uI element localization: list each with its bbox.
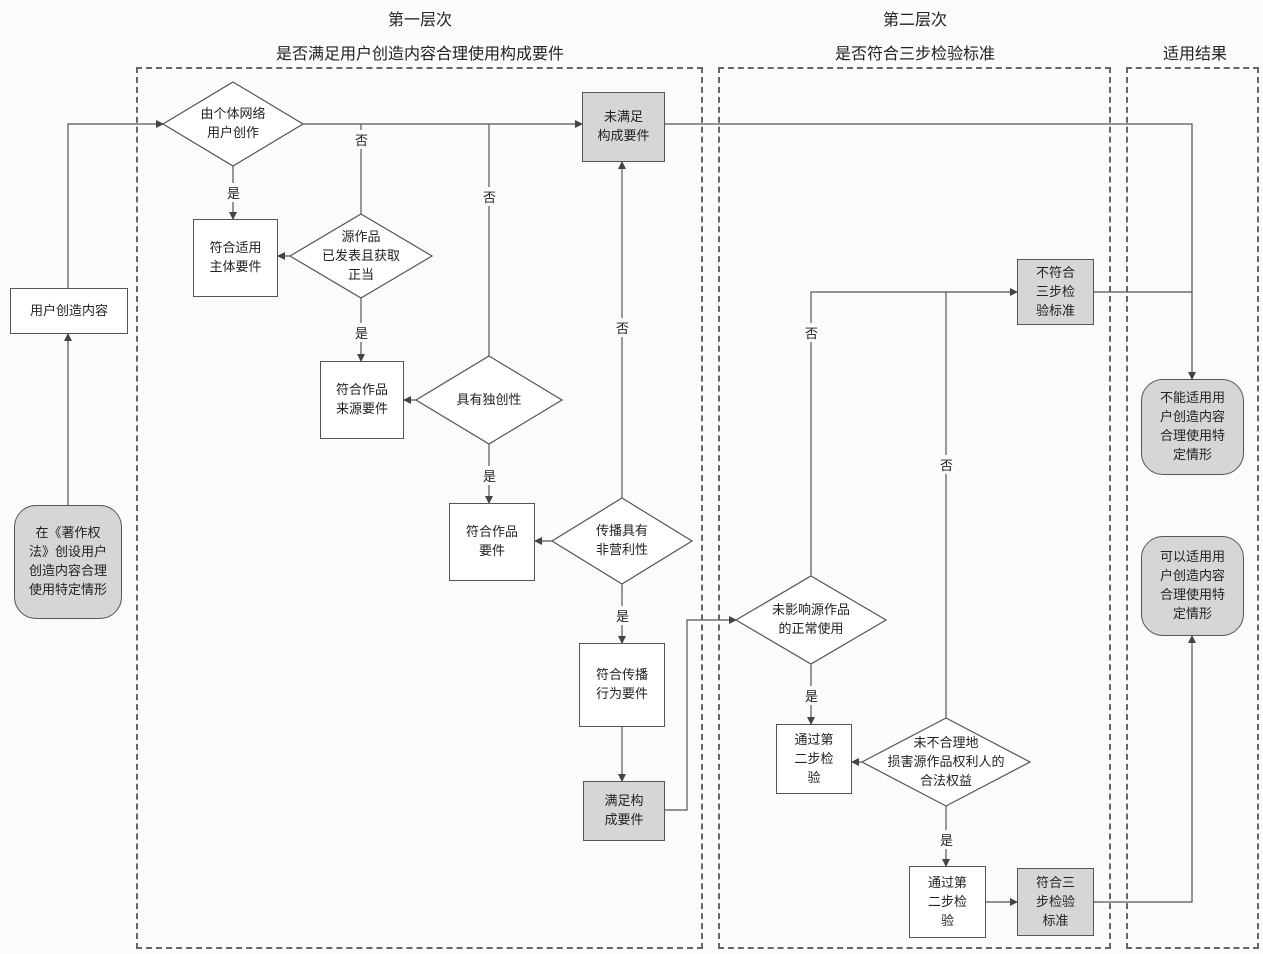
result-title: 适用结果 — [1162, 44, 1227, 63]
layer2-subtitle: 是否符合三步检验标准 — [834, 44, 995, 63]
dissemination-requirement-box: 符合传播 行为要件 — [579, 643, 665, 727]
result-panel — [1126, 67, 1259, 949]
not-meet-requirements-text: 未满足 构成要件 — [597, 110, 650, 144]
decision-individual-user-text: 由个体网络 用户创作 — [200, 107, 266, 141]
label-yes-individual: 是 — [226, 183, 242, 202]
meets-requirements-text: 满足构 成要件 — [604, 794, 644, 828]
ugc-box-text: 用户创造内容 — [29, 303, 108, 319]
not-meet-requirements-box: 未满足 构成要件 — [582, 92, 665, 162]
pass-step2-box-a: 通过第 二步检 验 — [776, 724, 852, 794]
result-not-apply-text: 不能适用用 户创造内容 合理使用特 定情形 — [1159, 391, 1225, 463]
decision-individual-user: 由个体网络 用户创作 — [163, 82, 303, 166]
three-step-fail-text: 不符合 三步检 验标准 — [1035, 265, 1075, 319]
layer1-panel — [136, 67, 703, 949]
result-apply-oval: 可以适用用 户创造内容 合理使用特 定情形 — [1141, 536, 1244, 636]
ugc-box: 用户创造内容 — [10, 288, 128, 334]
three-step-ok-box: 符合三 步检验 标准 — [1017, 868, 1094, 936]
source-requirement-text: 符合作品 来源要件 — [335, 383, 388, 417]
label-yes-harm: 是 — [939, 830, 955, 849]
decision-originality-text: 具有独创性 — [456, 392, 522, 408]
three-step-ok-text: 符合三 步检验 标准 — [1035, 875, 1075, 929]
source-requirement-box: 符合作品 来源要件 — [320, 361, 404, 439]
result-apply-text: 可以适用用 户创造内容 合理使用特 定情形 — [1159, 550, 1225, 622]
label-yes-originality: 是 — [482, 466, 498, 485]
decision-normal-use: 未影响源作品 的正常使用 — [736, 576, 886, 664]
label-no-noncommercial: 否 — [615, 318, 631, 337]
label-yes-normal-use: 是 — [804, 686, 820, 705]
decision-no-unreasonable-harm: 未不合理地 损害源作品权利人的 合法权益 — [862, 718, 1030, 806]
label-yes-source: 是 — [354, 323, 370, 342]
decision-non-commercial: 传播具有 非营利性 — [552, 498, 692, 584]
start-oval-text: 在《著作权 法》创设用户 创造内容合理 使用特定情形 — [28, 526, 107, 598]
decision-originality: 具有独创性 — [416, 356, 562, 444]
meets-requirements-box: 满足构 成要件 — [583, 781, 665, 841]
label-no-originality: 否 — [482, 187, 498, 206]
dissemination-requirement-text: 符合传播 行为要件 — [595, 668, 648, 702]
subject-requirement-text: 符合适用 主体要件 — [209, 241, 262, 275]
layer2-title: 第二层次 — [882, 10, 947, 29]
layer1-subtitle: 是否满足用户创造内容合理使用构成要件 — [275, 44, 564, 63]
pass-step2-box-b: 通过第 二步检 验 — [909, 866, 986, 938]
work-requirement-box: 符合作品 要件 — [449, 503, 535, 581]
label-no-source: 否 — [354, 130, 370, 149]
decision-non-commercial-text: 传播具有 非营利性 — [595, 524, 648, 558]
start-oval: 在《著作权 法》创设用户 创造内容合理 使用特定情形 — [14, 505, 122, 619]
layer2-panel — [718, 67, 1111, 949]
label-no-harm: 否 — [939, 455, 955, 474]
pass-step2-text-a: 通过第 二步检 验 — [794, 732, 834, 786]
pass-step2-text-b: 通过第 二步检 验 — [927, 875, 967, 929]
result-not-apply-oval: 不能适用用 户创造内容 合理使用特 定情形 — [1141, 379, 1244, 475]
decision-no-unreasonable-harm-text: 未不合理地 损害源作品权利人的 合法权益 — [887, 735, 1005, 789]
decision-source-work: 源作品 已发表且获取 正当 — [290, 214, 432, 298]
label-yes-noncommercial: 是 — [615, 606, 631, 625]
three-step-fail-box: 不符合 三步检 验标准 — [1017, 259, 1094, 325]
work-requirement-text: 符合作品 要件 — [465, 525, 518, 559]
decision-normal-use-text: 未影响源作品 的正常使用 — [771, 603, 850, 637]
label-no-normal-use: 否 — [804, 323, 820, 342]
decision-source-work-text: 源作品 已发表且获取 正当 — [321, 229, 400, 283]
subject-requirement-box: 符合适用 主体要件 — [193, 219, 278, 297]
layer1-title: 第一层次 — [387, 10, 452, 29]
